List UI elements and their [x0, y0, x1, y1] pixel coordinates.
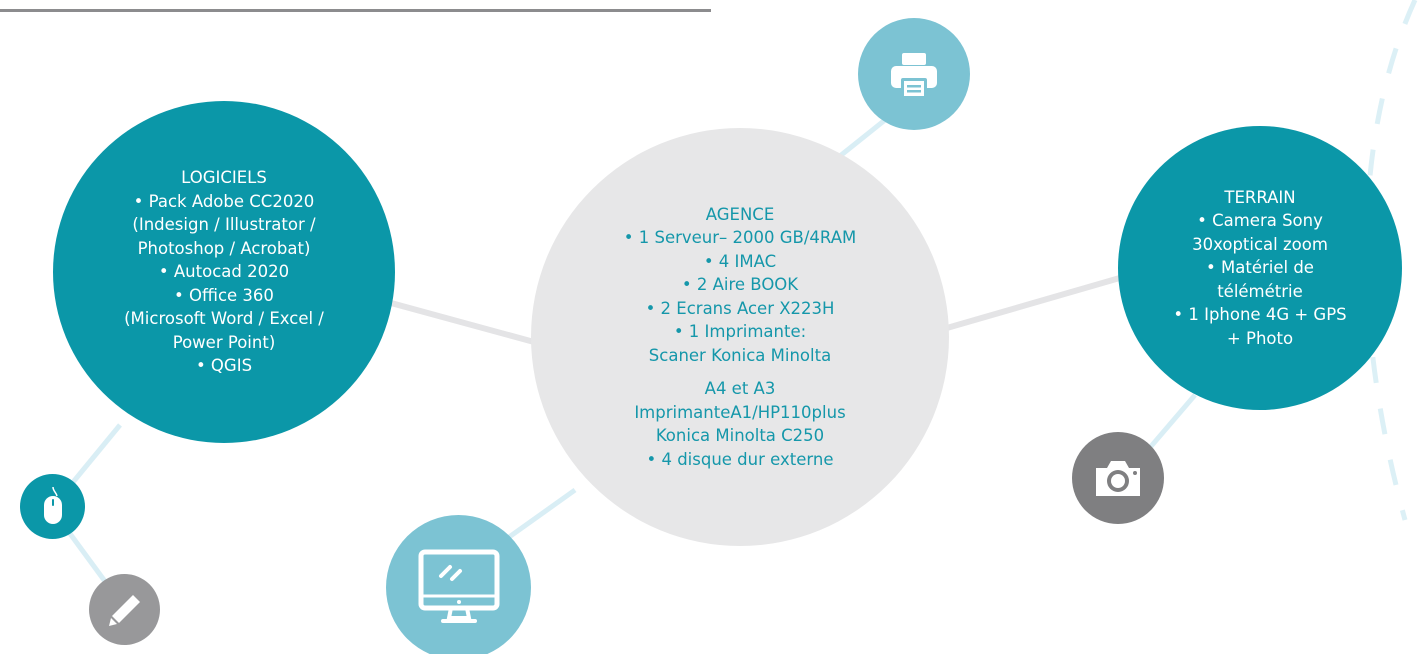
- terrain-node: TERRAIN • Camera Sony 30xoptical zoom • …: [1118, 126, 1402, 410]
- logiciels-node: LOGICIELS • Pack Adobe CC2020 (Indesign …: [53, 101, 395, 443]
- agence-text: AGENCE • 1 Serveur– 2000 GB/4RAM • 4 IMA…: [624, 203, 857, 472]
- logiciels-text: LOGICIELS • Pack Adobe CC2020 (Indesign …: [124, 166, 324, 378]
- logiciels-line: Photoshop / Acrobat): [137, 238, 311, 258]
- agence-line: Konica Minolta C250: [655, 426, 825, 446]
- terrain-line: • Matériel de: [1206, 258, 1314, 278]
- agence-line: Scaner Konica Minolta: [648, 345, 832, 365]
- pencil-icon: [108, 594, 140, 626]
- logiciels-line: • Office 360: [174, 285, 274, 305]
- mouse-node: [20, 474, 85, 539]
- terrain-line: • 1 Iphone 4G + GPS: [1173, 305, 1347, 325]
- agence-line: • 2 Aire BOOK: [681, 275, 799, 295]
- monitor-icon: [418, 549, 499, 623]
- mouse-icon: [43, 486, 62, 524]
- agence-line: A4 et A3: [704, 379, 776, 399]
- terrain-text: TERRAIN • Camera Sony 30xoptical zoom • …: [1173, 186, 1346, 351]
- camera-node: [1072, 432, 1164, 524]
- terrain-line: + Photo: [1226, 328, 1294, 348]
- logiciels-line: • Pack Adobe CC2020: [133, 191, 315, 211]
- printer-icon: [891, 53, 937, 98]
- terrain-title: TERRAIN: [1224, 187, 1296, 207]
- logiciels-line: (Microsoft Word / Excel /: [124, 309, 324, 329]
- agence-node: AGENCE • 1 Serveur– 2000 GB/4RAM • 4 IMA…: [531, 128, 949, 546]
- agence-line: • 2 Ecrans Acer X223H: [645, 298, 835, 318]
- printer-node: [858, 18, 970, 130]
- top-divider: [0, 9, 711, 12]
- agence-line: • 1 Serveur– 2000 GB/4RAM: [623, 228, 857, 248]
- connector-monitor-agence: [503, 487, 577, 543]
- terrain-line: 30xoptical zoom: [1192, 234, 1328, 254]
- camera-icon: [1096, 461, 1140, 496]
- agence-title: AGENCE: [705, 204, 775, 224]
- monitor-node: [386, 515, 531, 654]
- logiciels-line: • Autocad 2020: [158, 262, 290, 282]
- agence-line: • 4 disque dur externe: [646, 449, 834, 469]
- agence-line: ImprimanteA1/HP110plus: [634, 402, 846, 422]
- agence-line: • 1 Imprimante:: [673, 322, 807, 342]
- terrain-line: • Camera Sony: [1197, 211, 1323, 231]
- pencil-node: [89, 574, 160, 645]
- logiciels-title: LOGICIELS: [181, 168, 267, 188]
- connector-logiciels-agence: [379, 297, 546, 348]
- logiciels-line: • QGIS: [195, 356, 253, 376]
- logiciels-line: Power Point): [172, 332, 276, 352]
- logiciels-line: (Indesign / Illustrator /: [132, 215, 316, 235]
- terrain-line: télémétrie: [1217, 281, 1303, 301]
- agence-line: • 4 IMAC: [703, 251, 777, 271]
- connector-agence-terrain: [939, 272, 1131, 333]
